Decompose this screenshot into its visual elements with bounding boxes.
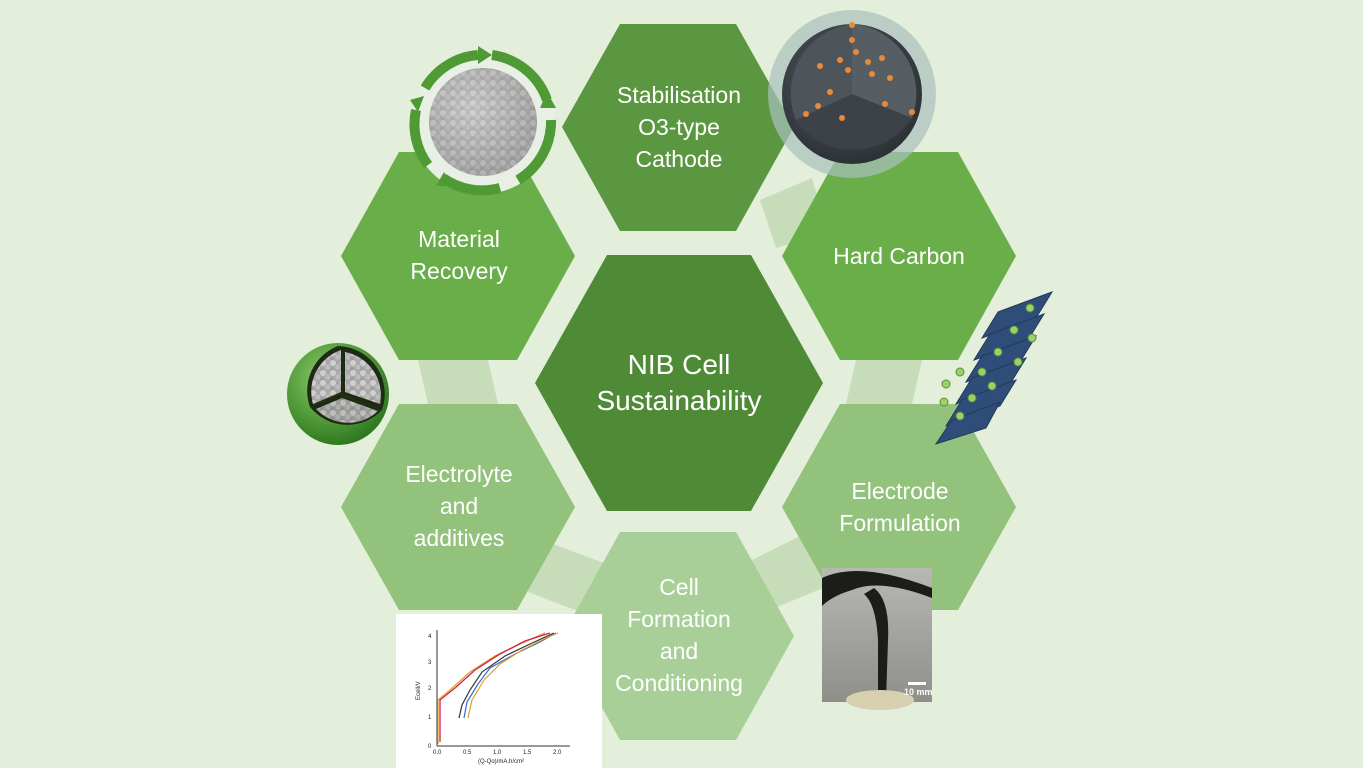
plot-xlabel: (Q-Qo)/mA.h/cm² — [478, 759, 524, 765]
center-hexagon: NIB Cell Sustainability — [535, 255, 823, 511]
stabilisation-line-3: Cathode — [636, 146, 723, 172]
material-line-2: Recovery — [410, 258, 508, 284]
cell-line-2: Formation — [627, 606, 731, 632]
electrode-line-2: Formulation — [839, 510, 960, 536]
voltage-plot-image: 0 1 2 3 4 0.0 0.5 1.0 1.5 2.0 (Q-Qo)/mA.… — [396, 614, 602, 768]
slurry-photo-image: 10 mm — [822, 568, 933, 710]
plot-xtick-0: 0.0 — [433, 750, 442, 756]
link-hard-electrode — [846, 360, 922, 404]
plot-ytick-0: 0 — [428, 744, 432, 750]
hex-stabilisation[interactable]: Stabilisation O3-type Cathode — [562, 24, 794, 231]
cathode-sphere-image — [768, 10, 936, 178]
hex-electrode-formulation[interactable]: Electrode Formulation — [782, 404, 1016, 610]
hex-cell-formation[interactable]: Cell Formation and Conditioning — [562, 532, 794, 740]
plot-ytick-1: 1 — [428, 715, 432, 721]
stabilisation-line-2: O3-type — [638, 114, 720, 140]
link-electrolyte-material — [418, 360, 498, 404]
electrolyte-sphere-image — [287, 343, 389, 445]
slurry-scale-label: 10 mm — [904, 687, 933, 697]
center-line-1: NIB Cell — [628, 349, 731, 380]
plot-ytick-3: 3 — [428, 660, 432, 666]
hex-material-recovery[interactable]: Material Recovery — [341, 152, 575, 360]
cell-line-3: and — [660, 638, 698, 664]
electrolyte-line-3: additives — [414, 525, 505, 551]
plot-ylabel: Ecell/V — [416, 681, 422, 700]
hex-electrolyte[interactable]: Electrolyte and additives — [341, 404, 575, 610]
plot-xtick-1: 0.5 — [463, 750, 472, 756]
electrode-line-1: Electrode — [851, 478, 948, 504]
electrolyte-line-1: Electrolyte — [405, 461, 512, 487]
material-line-1: Material — [418, 226, 500, 252]
cell-line-1: Cell — [659, 574, 699, 600]
plot-xtick-2: 1.0 — [493, 750, 502, 756]
plot-ytick-2: 2 — [428, 686, 432, 692]
stabilisation-line-1: Stabilisation — [617, 82, 741, 108]
plot-xtick-4: 2.0 — [553, 750, 562, 756]
center-line-2: Sustainability — [597, 385, 762, 416]
cell-line-4: Conditioning — [615, 670, 743, 696]
recycling-sphere-image — [409, 46, 557, 196]
plot-ytick-4: 4 — [428, 634, 432, 640]
plot-xtick-3: 1.5 — [523, 750, 532, 756]
hex-hard-carbon[interactable]: Hard Carbon — [782, 152, 1016, 360]
hard-carbon-line-1: Hard Carbon — [833, 243, 965, 269]
electrolyte-line-2: and — [440, 493, 478, 519]
hard-carbon-sheets-image — [934, 291, 1054, 445]
